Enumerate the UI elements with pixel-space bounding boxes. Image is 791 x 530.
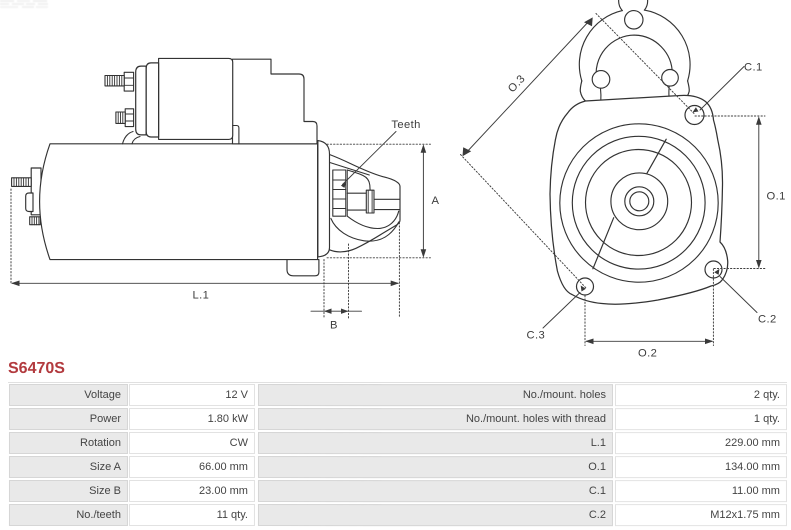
svg-text:L.1: L.1 [193,290,210,302]
svg-text:B: B [330,320,338,332]
svg-text:Teeth: Teeth [391,119,420,131]
svg-text:A: A [432,195,440,207]
svg-text:C.1: C.1 [744,62,763,74]
svg-text:C.3: C.3 [527,330,546,342]
svg-text:O.1: O.1 [767,191,786,203]
svg-text:C.2: C.2 [758,314,777,326]
svg-text:O.2: O.2 [638,348,657,360]
svg-text:O.3: O.3 [506,73,528,95]
